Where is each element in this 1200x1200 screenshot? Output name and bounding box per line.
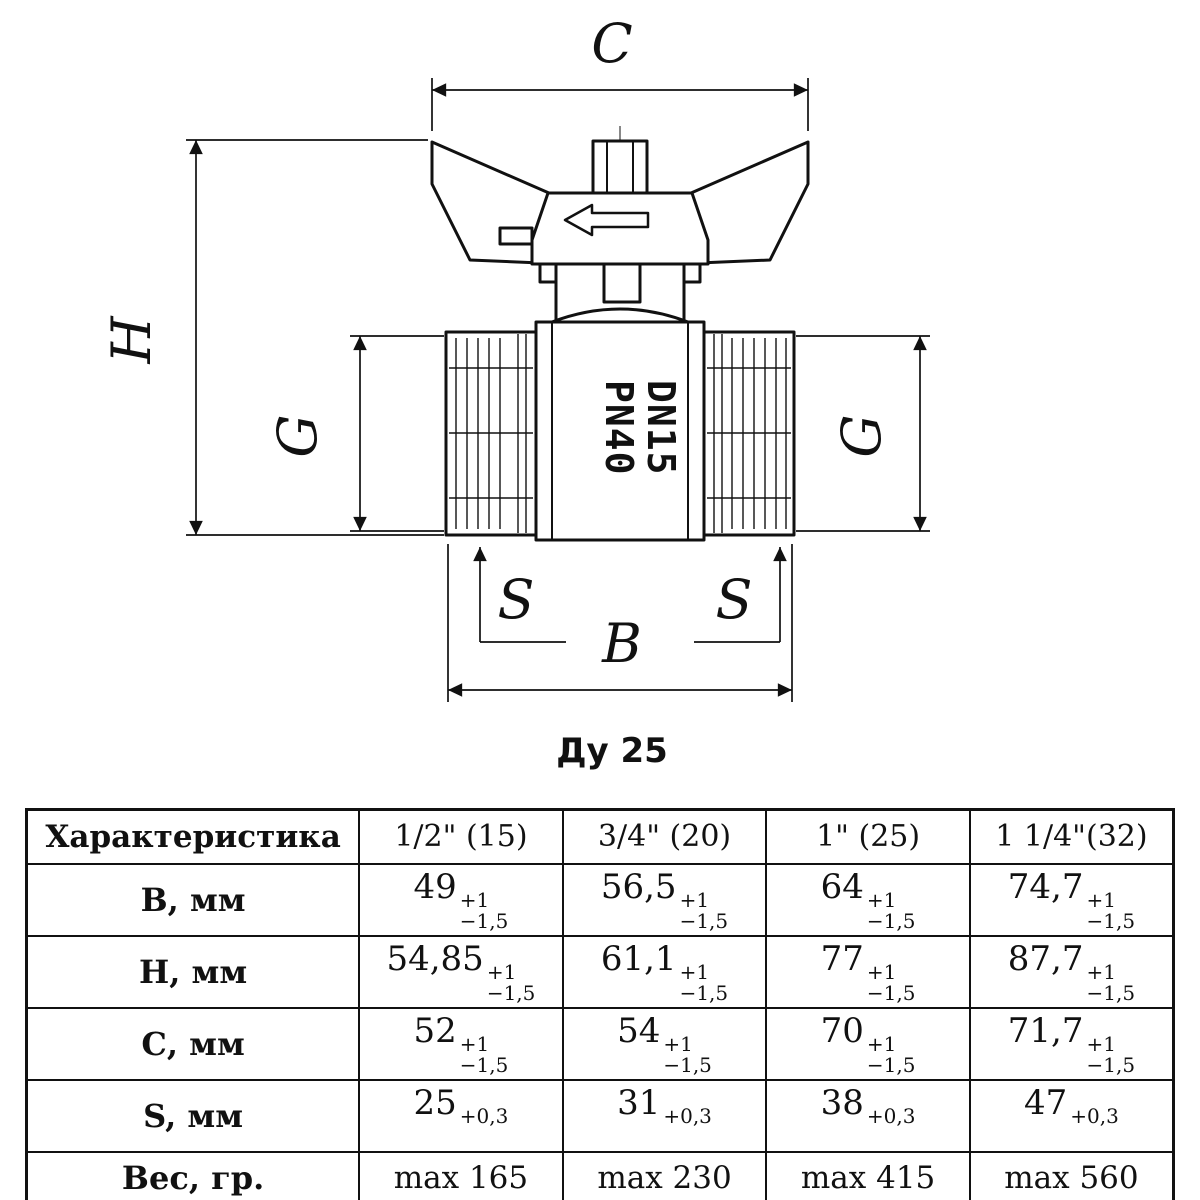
cell-b-25: 64+1−1,5 (765, 862, 971, 937)
col-header-characteristic: Характеристика (25, 808, 361, 865)
table-row-s: S, мм 25+0,3 31+0,3 38+0,3 47+0,3 (25, 1079, 1175, 1153)
handle-hub (530, 191, 710, 266)
col-header-size-32: 1 1/4"(32) (968, 808, 1175, 865)
body-marking: PN40 DN15 (597, 380, 683, 476)
cell-h-15: 54,85+1−1,5 (358, 934, 564, 1009)
cell-s-25: 38+0,3 (765, 1079, 971, 1153)
cell-weight-20: max 230 (561, 1150, 768, 1200)
dim-label-s-right: S (716, 568, 753, 631)
marking-pn: PN40 (597, 380, 641, 476)
col-header-size-25: 1" (25) (765, 808, 971, 865)
valve-drawing-area: PN40 DN15 C H G (100, 12, 930, 771)
cell-weight-15: max 165 (358, 1150, 564, 1200)
cell-b-32: 74,7+1−1,5 (968, 862, 1175, 937)
cell-weight-32: max 560 (968, 1150, 1175, 1200)
port-thread-details (449, 334, 791, 533)
table-row-b: В, мм 49+1−1,5 56,5+1−1,5 64+1−1,5 74,7+… (25, 862, 1175, 937)
cell-s-15: 25+0,3 (358, 1079, 564, 1153)
cell-c-32: 71,7+1−1,5 (968, 1006, 1175, 1082)
stem-nut (591, 139, 649, 195)
handle-wing-right (673, 140, 810, 266)
valve-drawing: PN40 DN15 C H G (100, 12, 930, 771)
spec-table: Характеристика 1/2" (15) 3/4" (20) 1" (2… (25, 808, 1175, 1200)
cell-h-25: 77+1−1,5 (765, 934, 971, 1009)
table-header-row: Характеристика 1/2" (15) 3/4" (20) 1" (2… (25, 808, 1175, 865)
dim-label-h: H (100, 316, 163, 365)
cell-b-20: 56,5+1−1,5 (561, 862, 768, 937)
dim-g-right: G (796, 335, 930, 532)
col-header-size-20: 3/4" (20) (561, 808, 768, 865)
flow-arrow-icon (563, 203, 650, 237)
dim-s-left: S (473, 547, 566, 643)
table-row-weight: Вес, гр. max 165 max 230 max 415 max 560 (25, 1150, 1175, 1200)
table-row-h: Н, мм 54,85+1−1,5 61,1+1−1,5 77+1−1,5 87… (25, 934, 1175, 1009)
cell-c-15: 52+1−1,5 (358, 1006, 564, 1082)
body-center (534, 320, 706, 542)
body-dome (551, 307, 689, 324)
hub-tab (498, 226, 534, 246)
row-label-c: С, мм (25, 1006, 361, 1082)
cell-h-20: 61,1+1−1,5 (561, 934, 768, 1009)
stem (602, 262, 642, 304)
cell-c-20: 54+1−1,5 (561, 1006, 768, 1082)
table-row-c: С, мм 52+1−1,5 54+1−1,5 70+1−1,5 71,7+1−… (25, 1006, 1175, 1082)
cell-h-32: 87,7+1−1,5 (968, 934, 1175, 1009)
row-label-h: Н, мм (25, 934, 361, 1009)
dim-label-g-right: G (830, 414, 893, 457)
cell-s-32: 47+0,3 (968, 1079, 1175, 1153)
cell-s-20: 31+0,3 (561, 1079, 768, 1153)
dim-c: C (431, 12, 809, 131)
marking-dn: DN15 (639, 380, 683, 476)
dim-label-g-left: G (266, 414, 329, 457)
dim-g-left: G (266, 335, 444, 532)
bonnet-shoulder-left (538, 262, 558, 284)
col-header-size-15: 1/2" (15) (358, 808, 564, 865)
spec-table-wrap: Характеристика 1/2" (15) 3/4" (20) 1" (2… (0, 808, 1200, 1200)
row-label-b: В, мм (25, 862, 361, 937)
dim-b: B (447, 544, 793, 702)
row-label-s: S, мм (25, 1079, 361, 1153)
bonnet-shoulder-right (682, 262, 702, 284)
dim-label-b: B (601, 612, 642, 675)
dim-label-s-left: S (498, 568, 535, 631)
drawing-caption: Ду 25 (556, 731, 668, 771)
cell-b-15: 49+1−1,5 (358, 862, 564, 937)
cell-weight-25: max 415 (765, 1150, 971, 1200)
cell-c-25: 70+1−1,5 (765, 1006, 971, 1082)
row-label-weight: Вес, гр. (25, 1150, 361, 1200)
dim-label-c: C (591, 12, 632, 75)
dim-h: H (100, 139, 444, 536)
dim-s-right: S (694, 547, 787, 643)
